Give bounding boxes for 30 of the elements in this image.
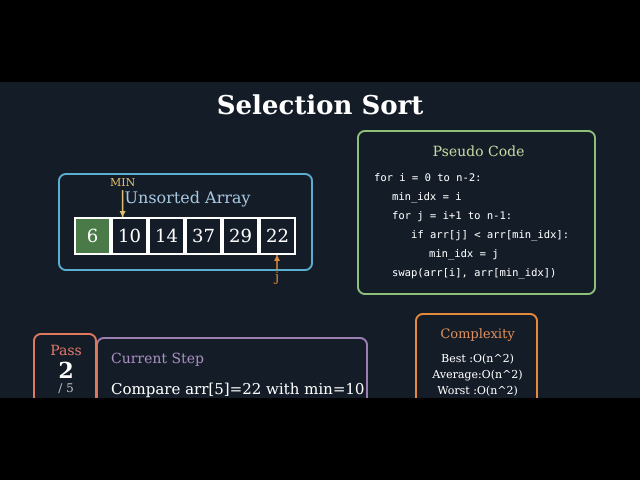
code-line: min_idx = i xyxy=(392,192,462,204)
array-cell: 14 xyxy=(148,217,185,255)
complexity-line: Average:O(n^2) xyxy=(431,369,524,382)
array-cell: 37 xyxy=(185,217,222,255)
panel-heading: Pass xyxy=(49,344,83,360)
pointer-arrow xyxy=(120,190,126,217)
title: Selection Sort xyxy=(216,92,424,121)
array-cell: 6 xyxy=(74,217,111,255)
array-cell: 29 xyxy=(222,217,259,255)
pointer-arrow xyxy=(274,255,280,270)
code-line: for j = i+1 to n-1: xyxy=(392,211,512,223)
pass-total: / 5 xyxy=(57,382,75,396)
min-pointer-label: MIN xyxy=(110,177,136,190)
index-pointer-label: j xyxy=(275,271,280,286)
complexity-line: Best :O(n^2) xyxy=(440,353,515,366)
panel-heading: Complexity xyxy=(439,328,516,342)
array-cell: 10 xyxy=(111,217,148,255)
code-line: min_idx = j xyxy=(429,249,499,261)
panel-heading: Pseudo Code xyxy=(432,145,526,160)
panel-heading: Unsorted Array xyxy=(124,189,252,207)
step-text: Compare arr[5]=22 with min=10 xyxy=(111,381,364,398)
code-line: if arr[j] < arr[min_idx]: xyxy=(411,230,570,242)
code-line: swap(arr[i], arr[min_idx]) xyxy=(392,268,556,280)
pass-number: 2 xyxy=(57,359,75,384)
code-panel xyxy=(357,130,596,295)
complexity-line: Worst :O(n^2) xyxy=(436,385,519,398)
array-panel xyxy=(58,173,313,271)
array-cell: 22 xyxy=(259,217,296,255)
code-line: for i = 0 to n-2: xyxy=(374,173,482,185)
panel-heading: Current Step xyxy=(111,352,204,368)
